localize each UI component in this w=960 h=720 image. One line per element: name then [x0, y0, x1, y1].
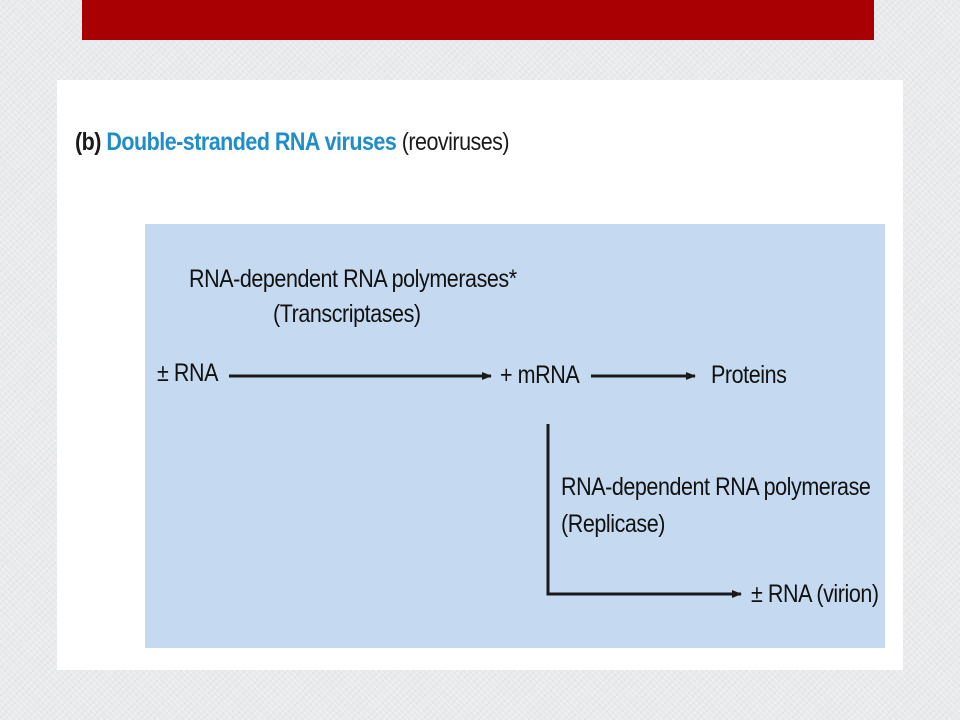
diagram-arrows: [229, 372, 742, 598]
heading-main: Double-stranded RNA viruses: [106, 128, 397, 156]
diagram-area: RNA-dependent RNA polymerases* (Transcri…: [145, 224, 885, 648]
enzyme-bottom-line1: RNA-dependent RNA polymerase: [561, 473, 871, 501]
title-bar: [82, 0, 874, 40]
slide-panel: (b) Double-stranded RNA viruses (reoviru…: [57, 80, 903, 670]
heading-suffix: (reoviruses): [401, 128, 510, 156]
heading-prefix: (b): [75, 128, 101, 156]
figure-heading: (b) Double-stranded RNA viruses (reoviru…: [75, 128, 510, 157]
enzyme-top-line2: (Transcriptases): [273, 300, 421, 328]
enzyme-top-line1: RNA-dependent RNA polymerases*: [189, 265, 517, 293]
node-proteins: Proteins: [711, 361, 787, 389]
node-start-rna: ± RNA: [157, 359, 219, 387]
enzyme-bottom-line2: (Replicase): [561, 510, 666, 538]
node-virion: ± RNA (virion): [751, 580, 879, 608]
node-mrna: + mRNA: [500, 361, 580, 389]
